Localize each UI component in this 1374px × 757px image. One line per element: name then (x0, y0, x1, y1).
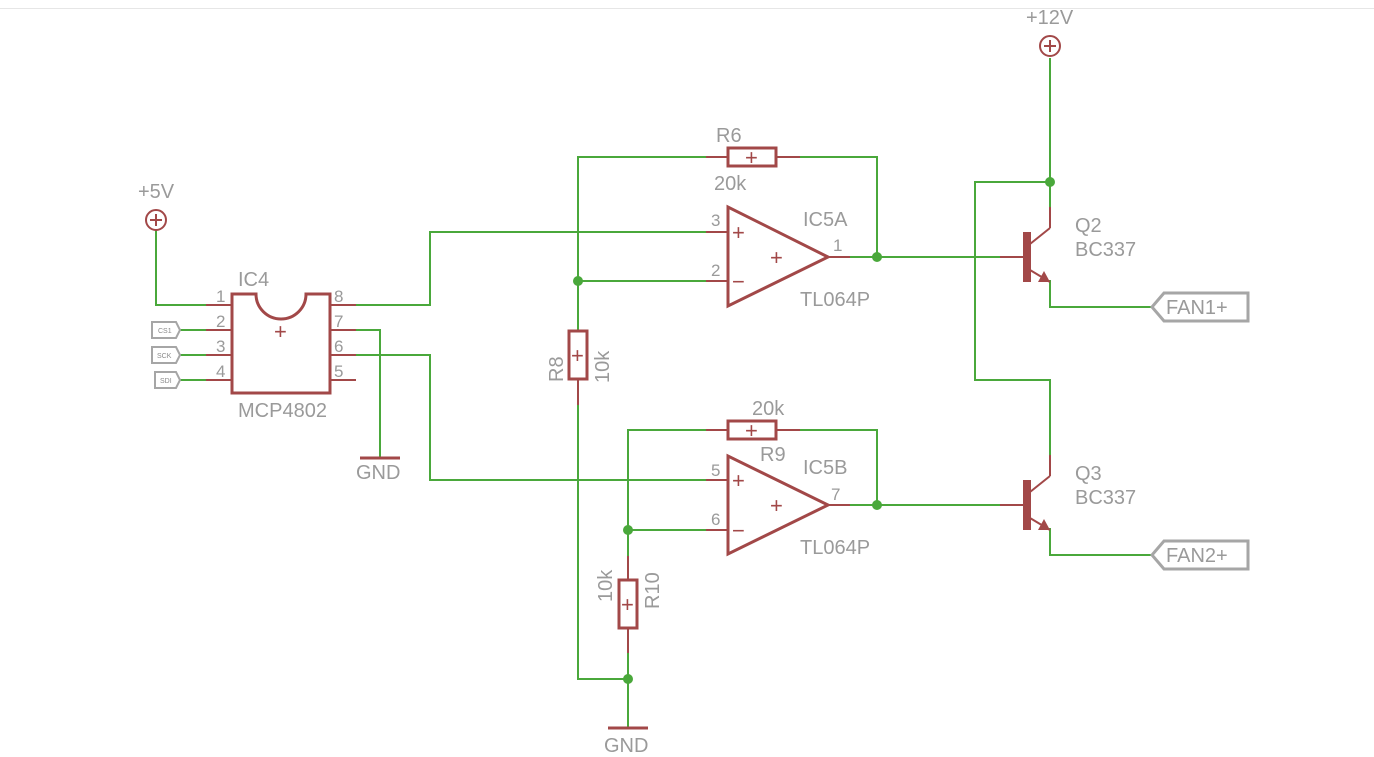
junction-12v (1045, 177, 1055, 187)
ic5a-value: TL064P (800, 289, 870, 311)
ic5b-pin-out: 7 (831, 485, 840, 504)
ic4-dac[interactable]: + 1 2 3 4 8 7 6 5 IC4 MCP4802 (206, 269, 356, 422)
ic5a-plus-sign: + (732, 220, 745, 245)
svg-text:+: + (745, 418, 758, 443)
ic5b-pin-minus: 6 (711, 510, 720, 529)
ic5b-pin-plus: 5 (711, 461, 720, 480)
top-divider (0, 8, 1374, 9)
r10-name: R10 (642, 572, 664, 609)
wire-q3-fan2 (1049, 528, 1152, 556)
ic4-name: IC4 (238, 269, 269, 291)
label-gnd-2: GND (604, 735, 648, 757)
port-sdi-label: SDI (160, 378, 172, 385)
supply-12v: +12V (1026, 7, 1074, 57)
wire-12v-q3 (974, 181, 1051, 455)
port-fan2[interactable]: FAN2+ (1150, 539, 1250, 571)
wire-ic4-pin7-gnd (356, 329, 381, 458)
ic4-pin-1: 1 (216, 287, 225, 306)
ic5b-plus-sign: + (732, 468, 745, 493)
junction-r8-top (573, 276, 583, 286)
ic5a-pin-minus: 2 (711, 261, 720, 280)
q2-name: Q2 (1075, 215, 1102, 237)
resistor-r9[interactable]: + 20k R9 (706, 398, 800, 466)
junction-ic5b-out (872, 500, 882, 510)
ic5a-minus-sign: − (732, 269, 745, 294)
gnd-symbol-2: GND (604, 726, 648, 757)
ic4-pin-4: 4 (216, 362, 225, 381)
label-5v: +5V (138, 181, 175, 203)
gnd-symbol-1: GND (356, 456, 400, 484)
r9-name: R9 (760, 444, 786, 466)
wire-r8-gnd (577, 405, 628, 680)
svg-text:+: + (571, 343, 584, 368)
junction-ic5a-out (872, 252, 882, 262)
port-fan1-label: FAN1+ (1166, 297, 1228, 319)
junctions (573, 177, 1055, 684)
r6-value: 20k (714, 173, 747, 195)
wire-r6-left (577, 156, 706, 330)
ic4-pin-7: 7 (334, 312, 343, 331)
ic5b-minus-sign: − (732, 518, 745, 543)
ic5a-pin-out: 1 (833, 236, 842, 255)
wire-r9-right (800, 429, 878, 505)
r9-value: 20k (752, 398, 785, 420)
r8-value: 10k (592, 350, 614, 383)
ic5b-opamp[interactable]: + − + 5 6 7 IC5B TL064P (706, 453, 870, 559)
ic5a-name: IC5A (803, 209, 848, 231)
port-sck[interactable]: SCK (151, 346, 182, 364)
port-sck-label: SCK (157, 353, 172, 360)
port-cs-label: CS1 (158, 328, 172, 335)
r8-name: R8 (546, 356, 568, 382)
svg-text:+: + (770, 245, 783, 270)
q3-name: Q3 (1075, 463, 1102, 485)
transistor-q2[interactable]: Q2 BC337 (1000, 207, 1136, 283)
ic4-pin-5: 5 (334, 362, 343, 381)
r6-name: R6 (716, 125, 742, 147)
resistor-r8[interactable]: + R8 10k (546, 329, 614, 405)
wire-ic4-pin8-ic5a-plus (332, 231, 706, 306)
wire-r6-right (800, 156, 878, 257)
q3-value: BC337 (1075, 487, 1136, 509)
svg-text:+: + (745, 145, 758, 170)
svg-text:+: + (621, 592, 634, 617)
r10-value: 10k (595, 569, 617, 602)
ic4-pin-2: 2 (216, 312, 225, 331)
label-gnd-1: GND (356, 462, 400, 484)
resistor-r6[interactable]: + R6 20k (706, 125, 800, 195)
svg-text:+: + (274, 319, 287, 344)
junction-ic5b-minus (623, 525, 633, 535)
wire-r9-left (627, 429, 706, 578)
ic4-pin-8: 8 (334, 287, 343, 306)
ic4-pin-3: 3 (216, 337, 225, 356)
resistor-r10[interactable]: + 10k R10 (595, 556, 664, 653)
ic5b-name: IC5B (803, 457, 847, 479)
ic5a-opamp[interactable]: + − + 3 2 1 IC5A TL064P (706, 204, 870, 311)
port-cs[interactable]: CS1 (151, 321, 182, 339)
wire-ic4-pin6-ic5b-plus (356, 354, 706, 481)
ic5a-pin-plus: 3 (711, 211, 720, 230)
ic4-value: MCP4802 (238, 400, 327, 422)
transistor-q3[interactable]: Q3 BC337 (1000, 455, 1136, 531)
supply-5v: +5V (138, 181, 175, 231)
ic5b-value: TL064P (800, 537, 870, 559)
port-sdi[interactable]: SDI (154, 371, 182, 389)
label-12v: +12V (1026, 7, 1074, 29)
port-fan2-label: FAN2+ (1166, 545, 1228, 567)
junction-gnd (623, 674, 633, 684)
q2-value: BC337 (1075, 239, 1136, 261)
ic4-pin-6: 6 (334, 337, 343, 356)
port-fan1[interactable]: FAN1+ (1150, 291, 1250, 323)
wire-q2-fan1 (1049, 280, 1152, 308)
svg-text:+: + (770, 493, 783, 518)
